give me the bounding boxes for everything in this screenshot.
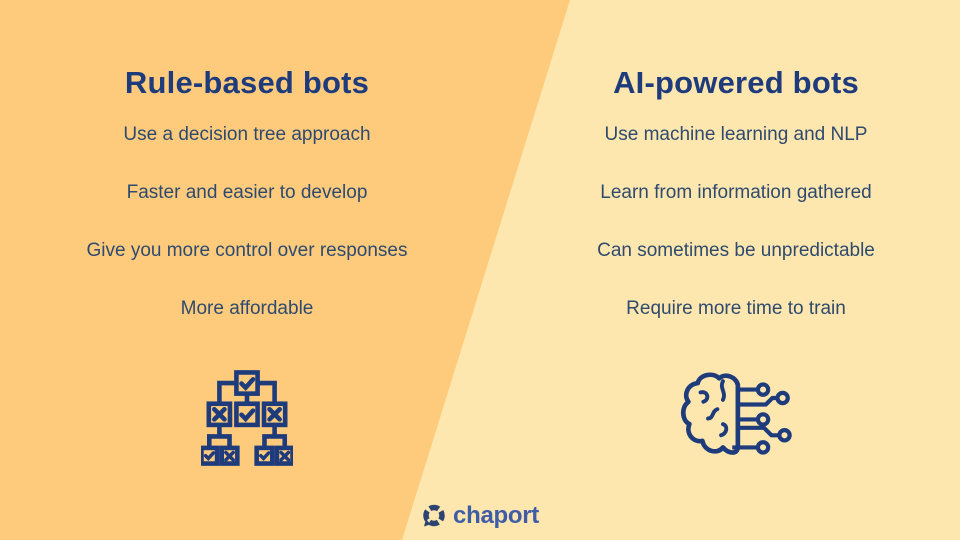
decision-tree-icon xyxy=(7,370,487,466)
list-item: Give you more control over responses xyxy=(86,240,408,261)
right-column: AI-powered bots Use machine learning and… xyxy=(512,0,960,540)
brain-circuit-icon xyxy=(512,370,960,467)
list-item: Use machine learning and NLP xyxy=(604,124,868,145)
left-column-title: Rule-based bots xyxy=(124,64,370,100)
left-column: Rule-based bots Use a decision tree appr… xyxy=(7,0,487,540)
right-column-items: Use machine learning and NLP Learn from … xyxy=(512,106,960,338)
left-column-items: Use a decision tree approach Faster and … xyxy=(7,106,487,338)
right-column-title: AI-powered bots xyxy=(613,64,859,100)
list-item: Faster and easier to develop xyxy=(126,182,368,203)
list-item: More affordable xyxy=(180,298,314,319)
list-item: Learn from information gathered xyxy=(600,182,872,203)
footer-brand: chaport xyxy=(0,503,960,529)
list-item: Require more time to train xyxy=(626,298,846,319)
chaport-logo-icon xyxy=(421,503,447,529)
brand-name: chaport xyxy=(453,502,539,529)
list-item: Can sometimes be unpredictable xyxy=(597,240,875,261)
list-item: Use a decision tree approach xyxy=(123,124,371,145)
